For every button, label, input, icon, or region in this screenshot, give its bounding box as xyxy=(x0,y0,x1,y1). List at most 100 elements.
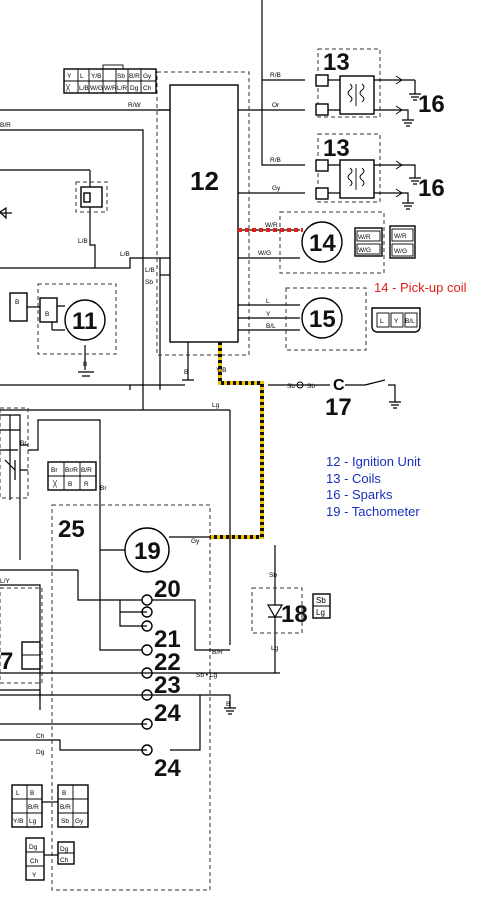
connector-pin: Dg xyxy=(29,844,38,851)
wire-label: Gy xyxy=(191,538,200,545)
connector-pin: L xyxy=(16,790,20,797)
connector-pin: B/L xyxy=(405,318,415,325)
label-20: 20 xyxy=(154,576,181,603)
wire-label: Br xyxy=(100,485,107,492)
wire-label: B xyxy=(226,701,230,708)
label-19: 19 xyxy=(134,538,161,565)
connector-pin: Sb xyxy=(61,818,69,825)
connector-pin: ╳ xyxy=(65,83,71,92)
wire-label: Or xyxy=(272,102,280,109)
component-11-circle xyxy=(64,299,106,341)
wire-label: L/Y xyxy=(0,578,10,585)
connector-pin: Ch xyxy=(30,858,39,865)
wire-label: L xyxy=(266,298,270,305)
label-13-top: 13 xyxy=(323,49,350,76)
connector-pin: B/R xyxy=(28,804,39,811)
wire-label: Ch xyxy=(36,733,45,740)
label-24-bottom: 24 xyxy=(154,755,181,782)
label-12: 12 xyxy=(190,166,219,196)
wire-label: Y xyxy=(266,311,271,318)
connector-pin: B xyxy=(15,299,19,306)
connector-pin: B xyxy=(62,790,66,797)
wire-label: Y/B xyxy=(216,367,226,374)
legend-item: 12 - Ignition Unit xyxy=(326,454,421,469)
wire-label: B/R xyxy=(212,649,223,656)
label-25: 25 xyxy=(58,516,85,543)
connector-pin: L/B xyxy=(79,85,89,92)
wire-label: Gy xyxy=(272,185,281,192)
wire-label: L/B xyxy=(78,238,88,245)
wire-label: Sb • Lg xyxy=(196,672,217,679)
label-15: 15 xyxy=(309,306,336,333)
pickup-coil-circle xyxy=(301,221,343,263)
label-22: 22 xyxy=(154,649,181,676)
sensor-15-circle xyxy=(301,297,343,339)
legend-item: 13 - Coils xyxy=(326,471,381,486)
label-7: 7 xyxy=(0,648,13,675)
wire-label: L/B xyxy=(145,267,155,274)
connector-pin: Gy xyxy=(143,73,152,80)
connector-pin: Ch xyxy=(143,85,152,92)
connector-pin: R xyxy=(84,481,89,488)
wire-label: Sb xyxy=(287,383,295,390)
connector-pin: L xyxy=(380,318,384,325)
label-11: 11 xyxy=(72,308,97,335)
legend-item: 19 - Tachometer xyxy=(326,504,420,519)
svg-text:C: C xyxy=(333,377,345,394)
wire-label: B xyxy=(83,361,87,368)
wire-label: Lg xyxy=(212,402,220,409)
connector-pin: Y xyxy=(394,318,399,325)
connector-pin: ╳ xyxy=(52,479,58,488)
ignition-unit-box xyxy=(169,84,239,343)
connector-pin: B/R xyxy=(60,804,71,811)
label-21: 21 xyxy=(154,626,181,653)
label-14: 14 xyxy=(309,230,336,257)
connector-pin: Br/R xyxy=(65,467,78,474)
connector-pin: W/G xyxy=(394,248,407,255)
wire-label: W/G xyxy=(258,250,271,257)
pickup-coil-legend: 14 - Pick-up coil xyxy=(374,280,467,295)
wire-label: W/R xyxy=(265,222,278,229)
connector-pin: W/R xyxy=(394,233,407,240)
connector-pin: B xyxy=(30,790,34,797)
connector-pin: Dg xyxy=(130,85,139,92)
connector-pin: Lg xyxy=(316,608,325,617)
connector-pin: Gy xyxy=(75,818,84,825)
label-18: 18 xyxy=(281,601,308,628)
connector-pin: Ch xyxy=(60,857,69,864)
wire-label: Sb xyxy=(145,279,153,286)
connector-pin: W/G xyxy=(90,85,103,92)
connector-pin: Lg xyxy=(29,818,37,825)
wire-label: Dg xyxy=(36,749,45,756)
label-24-top: 24 xyxy=(154,700,181,727)
wire-label: Sb xyxy=(269,572,277,579)
connector-pin: W/G xyxy=(358,247,371,254)
wire-label: R/B xyxy=(270,72,281,79)
wire-label: Br xyxy=(20,440,27,447)
wire-label: L/B xyxy=(120,251,130,258)
connector-pin: W/R xyxy=(358,234,371,241)
connector-pin: L xyxy=(80,73,84,80)
wire-label: B xyxy=(184,369,188,376)
connector-pin: B xyxy=(45,311,49,318)
wire-label: B/R xyxy=(0,122,11,129)
wire-label: R/B xyxy=(270,157,281,164)
connector-pin: Y/B xyxy=(91,73,101,80)
connector-pin: Y xyxy=(67,73,72,80)
wire-label: B/L xyxy=(266,323,276,330)
connector-pin: Y xyxy=(32,872,37,879)
connector-pin: B xyxy=(68,481,72,488)
label-13-bottom: 13 xyxy=(323,135,350,162)
wire-label: R/W xyxy=(128,102,142,109)
label-17: 17 xyxy=(325,394,352,421)
connector-pin: W/R xyxy=(104,85,117,92)
connector-pin: B/R xyxy=(81,467,92,474)
connector-pin: B/R xyxy=(129,73,140,80)
connector-pin: L/R xyxy=(117,85,127,92)
wire-label: Lg xyxy=(271,645,279,652)
legend-item: 16 - Sparks xyxy=(326,487,393,502)
connector-pin: Y/B xyxy=(13,818,23,825)
connector-pin: Sb xyxy=(117,73,125,80)
label-23: 23 xyxy=(154,672,181,699)
